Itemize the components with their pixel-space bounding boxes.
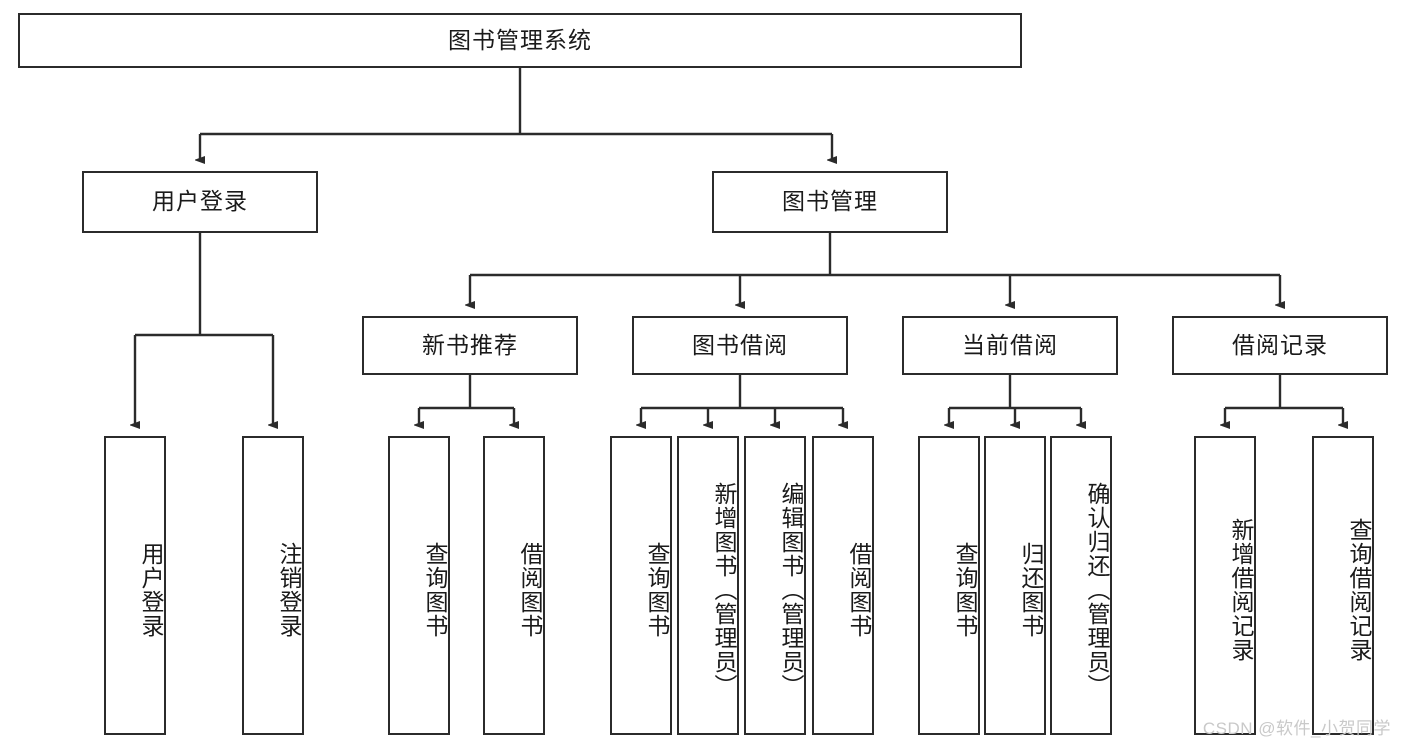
node-root[interactable]: 图书管理系统 bbox=[18, 13, 1022, 68]
node-label: 查询图书 bbox=[644, 541, 670, 638]
node-label: 新书推荐 bbox=[422, 331, 518, 358]
node-label: 借阅图书 bbox=[517, 541, 543, 638]
leaf-query-books-new[interactable]: 查询图书 bbox=[388, 436, 450, 735]
watermark: CSDN @软件_小贺同学 bbox=[1202, 719, 1391, 738]
node-book-management[interactable]: 图书管理 bbox=[712, 171, 948, 233]
node-label: 注销登录 bbox=[276, 541, 302, 638]
node-label: 借阅记录 bbox=[1232, 331, 1328, 358]
node-label: 新增借阅记录 bbox=[1228, 517, 1254, 662]
node-label: 用户登录 bbox=[138, 541, 164, 638]
leaf-return-books[interactable]: 归还图书 bbox=[984, 436, 1046, 735]
node-current-borrowing[interactable]: 当前借阅 bbox=[902, 316, 1118, 375]
leaf-add-book-admin[interactable]: 新增图书（管理员） bbox=[677, 436, 739, 735]
node-label: 查询图书 bbox=[422, 541, 448, 638]
leaf-borrow-books[interactable]: 借阅图书 bbox=[812, 436, 874, 735]
node-label: 用户登录 bbox=[152, 188, 248, 215]
leaf-logout[interactable]: 注销登录 bbox=[242, 436, 304, 735]
leaf-user-login[interactable]: 用户登录 bbox=[104, 436, 166, 735]
leaf-query-books-borrow[interactable]: 查询图书 bbox=[610, 436, 672, 735]
node-borrow-records[interactable]: 借阅记录 bbox=[1172, 316, 1388, 375]
leaf-query-borrow-record[interactable]: 查询借阅记录 bbox=[1312, 436, 1374, 735]
node-label: 查询借阅记录 bbox=[1346, 517, 1372, 662]
leaf-borrow-books-new[interactable]: 借阅图书 bbox=[483, 436, 545, 735]
node-user-login[interactable]: 用户登录 bbox=[82, 171, 318, 233]
node-label: 确认归还（管理员） bbox=[1084, 481, 1110, 698]
node-label: 归还图书 bbox=[1018, 541, 1044, 638]
node-label: 图书管理 bbox=[782, 188, 878, 215]
node-label: 新增图书（管理员） bbox=[711, 481, 737, 698]
leaf-query-books-current[interactable]: 查询图书 bbox=[918, 436, 980, 735]
leaf-add-borrow-record[interactable]: 新增借阅记录 bbox=[1194, 436, 1256, 735]
node-new-book-recommendation[interactable]: 新书推荐 bbox=[362, 316, 578, 375]
node-label: 图书管理系统 bbox=[448, 26, 592, 53]
node-label: 当前借阅 bbox=[962, 331, 1058, 358]
leaf-edit-book-admin[interactable]: 编辑图书（管理员） bbox=[744, 436, 806, 735]
node-book-borrowing[interactable]: 图书借阅 bbox=[632, 316, 848, 375]
node-label: 编辑图书（管理员） bbox=[778, 481, 804, 698]
node-label: 图书借阅 bbox=[692, 331, 788, 358]
node-label: 借阅图书 bbox=[846, 541, 872, 638]
leaf-confirm-return-admin[interactable]: 确认归还（管理员） bbox=[1050, 436, 1112, 735]
node-label: 查询图书 bbox=[952, 541, 978, 638]
